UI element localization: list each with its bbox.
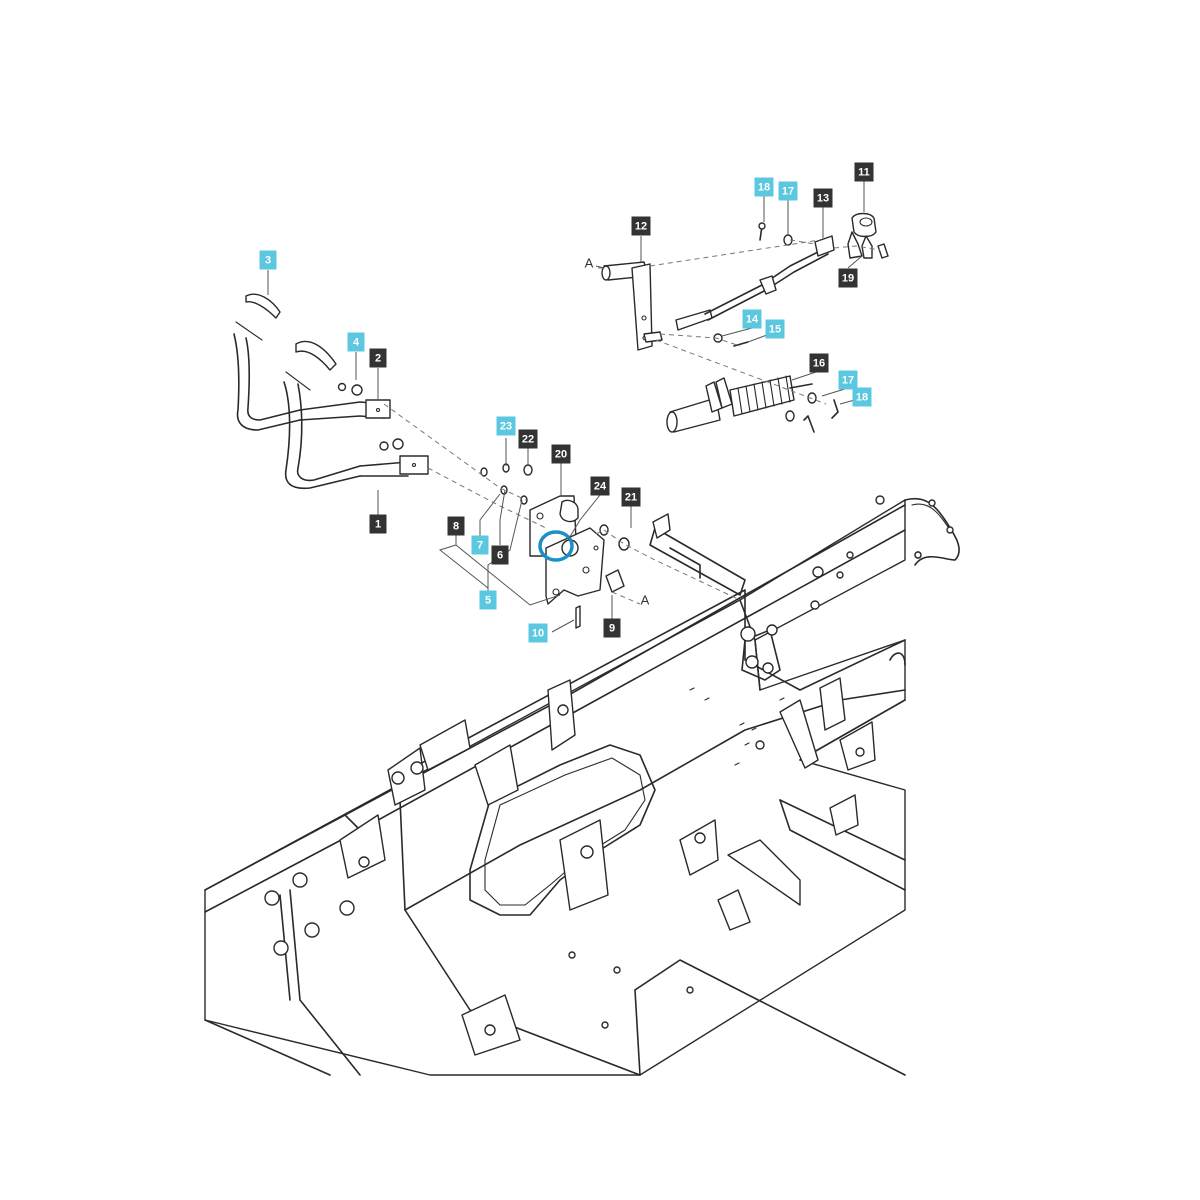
callout-box (369, 348, 387, 368)
callout-box (447, 516, 465, 536)
callout-7: 7 (471, 535, 489, 555)
callout-number: 2 (375, 353, 381, 365)
callout-number: 20 (555, 449, 567, 461)
callout-number: 19 (842, 273, 854, 285)
highlight-ring-24 (538, 530, 574, 562)
callout-box (854, 162, 874, 182)
callout-1: 1 (369, 514, 387, 534)
callout-12: 12 (631, 216, 651, 236)
callout-box (347, 332, 365, 352)
pivot-bracket-assembly (480, 463, 630, 629)
ref-mark-a-bottom: A (641, 593, 650, 608)
callout-number: 22 (522, 434, 534, 446)
callout-18: 18 (852, 387, 872, 407)
callout-18: 18 (754, 177, 774, 197)
callout-number: 6 (497, 550, 503, 562)
callout-number: 17 (842, 375, 854, 387)
callout-box (838, 268, 858, 288)
callout-box (471, 535, 489, 555)
callout-box (765, 319, 785, 339)
chassis-frame (204, 495, 960, 1076)
callout-box (518, 429, 538, 449)
callout-17: 17 (838, 370, 858, 390)
callout-11: 11 (854, 162, 874, 182)
callout-number: 5 (485, 595, 491, 607)
callout-16: 16 (809, 353, 829, 373)
callout-box (852, 387, 872, 407)
callout-number: 16 (813, 358, 825, 370)
callout-box (813, 188, 833, 208)
bracket-plate-front (545, 527, 605, 605)
callout-21: 21 (621, 487, 641, 507)
callout-box (491, 545, 509, 565)
callout-14: 14 (742, 309, 762, 329)
callout-22: 22 (518, 429, 538, 449)
callout-number: 8 (453, 521, 459, 533)
callout-box (528, 623, 548, 643)
callout-number: 17 (782, 186, 794, 198)
callout-number: 1 (375, 519, 381, 531)
callout-box (369, 514, 387, 534)
callout-number: 12 (635, 221, 647, 233)
callout-number: 21 (625, 492, 637, 504)
callout-number: 10 (532, 628, 544, 640)
callout-4: 4 (347, 332, 365, 352)
callout-5: 5 (479, 590, 497, 610)
callout-24: 24 (590, 476, 610, 496)
callout-number: 9 (609, 623, 615, 635)
callout-box (838, 370, 858, 390)
callout-box (631, 216, 651, 236)
callout-2: 2 (369, 348, 387, 368)
callout-box (621, 487, 641, 507)
callout-box (496, 416, 516, 436)
callout-number: 15 (769, 324, 781, 336)
callout-number: 11 (858, 167, 870, 179)
callout-13: 13 (813, 188, 833, 208)
callout-8: 8 (447, 516, 465, 536)
ref-mark-a-top: A (585, 256, 594, 271)
callout-box (603, 618, 621, 638)
callout-number: 13 (817, 193, 829, 205)
pedal-pad-front (295, 340, 337, 371)
callout-box (778, 181, 798, 201)
callout-number: 23 (500, 421, 512, 433)
callout-box (259, 250, 277, 270)
pedal-pad-rear (245, 293, 281, 319)
callout-3: 3 (259, 250, 277, 270)
callout-9: 9 (603, 618, 621, 638)
callout-number: 24 (594, 481, 607, 493)
callout-6: 6 (491, 545, 509, 565)
callout-box (479, 590, 497, 610)
callout-23: 23 (496, 416, 516, 436)
callout-20: 20 (551, 444, 571, 464)
callout-box (590, 476, 610, 496)
callout-box (809, 353, 829, 373)
callout-number: 7 (477, 540, 483, 552)
callout-number: 18 (856, 392, 868, 404)
callout-box (742, 309, 762, 329)
callout-17: 17 (778, 181, 798, 201)
assembly-guide-lines (383, 239, 881, 605)
linkage-assembly (601, 212, 889, 433)
callout-19: 19 (838, 268, 858, 288)
callout-number: 4 (353, 337, 360, 349)
callout-10: 10 (528, 623, 548, 643)
pedal-assembly (233, 293, 429, 490)
callout-number: 18 (758, 182, 770, 194)
callout-box (754, 177, 774, 197)
callout-labels: 1234567891011121314151617171818192021222… (259, 162, 874, 643)
callout-box (551, 444, 571, 464)
callout-number: 14 (746, 314, 759, 326)
callout-number: 3 (265, 255, 271, 267)
callout-15: 15 (765, 319, 785, 339)
